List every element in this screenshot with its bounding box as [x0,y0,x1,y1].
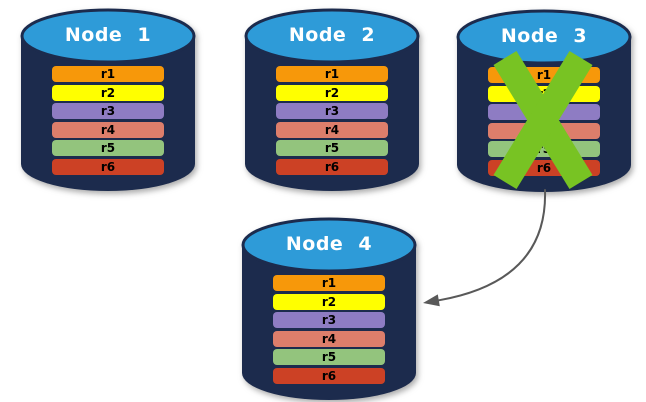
failure-x-icon [493,50,593,190]
partition-label: r5 [100,141,116,155]
partition-label: r6 [324,159,340,174]
node-1: Node 1 r1 r2 r3 r4 r5 r6 [19,7,197,193]
partition-bar-r1: r1 [52,66,164,82]
partition-label: r5 [321,350,337,364]
partition-label: r1 [100,67,116,81]
partition-bar-r5: r5 [52,140,164,156]
partition-label: r2 [100,85,116,100]
partition-label: r4 [324,122,340,137]
partition-label: r3 [321,313,337,327]
failover-arrow [423,189,547,307]
partition-label: r2 [321,294,337,309]
node-4: Node 4 r1 r2 r3 r4 r5 r6 [240,216,418,402]
partition-label: r6 [100,159,116,174]
partition-bar-r4: r4 [276,121,388,138]
node-label: Node 2 [288,24,376,46]
partition-bar-r2: r2 [52,84,164,101]
partition-bar-r2: r2 [273,293,385,310]
partition-bar-r6: r6 [276,158,388,175]
partition-label: r6 [321,368,337,383]
node-label: Node 1 [64,24,152,46]
partition-bar-r5: r5 [276,140,388,156]
partition-label: r3 [100,104,116,118]
partition-bar-r3: r3 [273,312,385,328]
partition-label: r1 [321,276,337,290]
partition-stack: r1 r2 r3 r4 r5 r6 [276,66,388,177]
partition-bar-r1: r1 [276,66,388,82]
partition-bar-r3: r3 [52,103,164,119]
partition-bar-r2: r2 [276,84,388,101]
partition-bar-r6: r6 [273,367,385,384]
node-label: Node 4 [285,233,373,255]
partition-label: r6 [536,160,552,175]
partition-label: r3 [324,104,340,118]
node-label: Node 3 [500,25,588,47]
node-2: Node 2 r1 r2 r3 r4 r5 r6 [243,7,421,193]
partition-label: r5 [324,141,340,155]
partition-bar-r4: r4 [273,330,385,347]
partition-bar-r4: r4 [52,121,164,138]
partition-stack: r1 r2 r3 r4 r5 r6 [273,275,385,386]
partition-bar-r3: r3 [276,103,388,119]
partition-label: r4 [100,122,116,137]
partition-label: r4 [321,331,337,346]
partition-label: r2 [324,85,340,100]
partition-bar-r1: r1 [273,275,385,291]
partition-bar-r6: r6 [52,158,164,175]
partition-bar-r5: r5 [273,349,385,365]
partition-stack: r1 r2 r3 r4 r5 r6 [52,66,164,177]
partition-label: r1 [324,67,340,81]
partition-label: r1 [536,68,552,82]
